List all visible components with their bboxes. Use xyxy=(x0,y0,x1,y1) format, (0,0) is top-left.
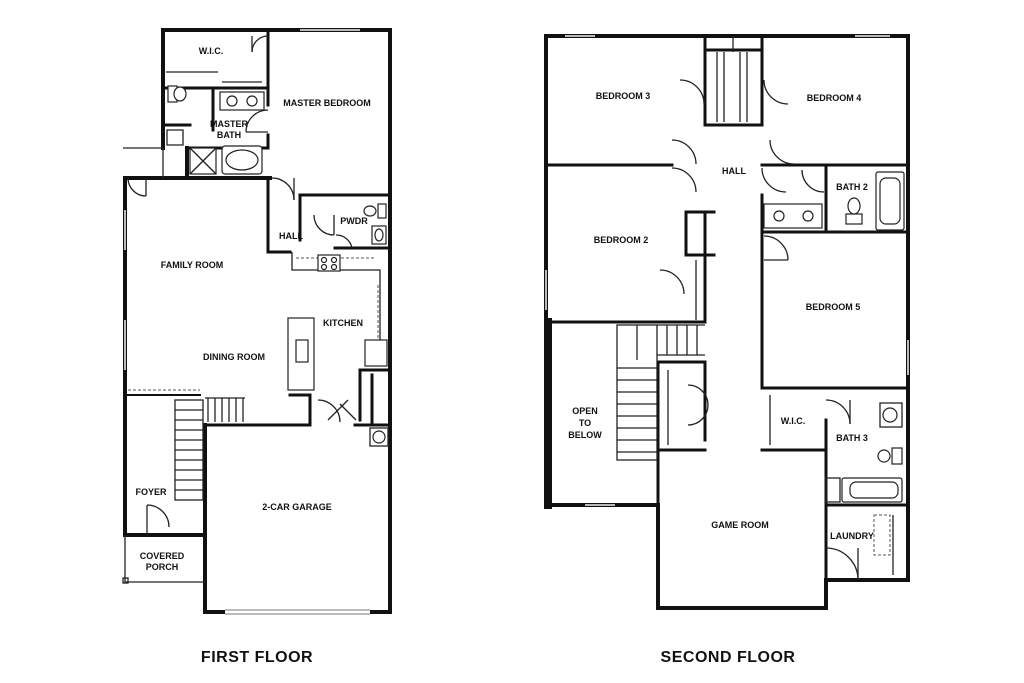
second-floor-title: SECOND FLOOR xyxy=(661,649,796,666)
room-label-foyer: FOYER xyxy=(135,487,167,497)
room-label-game-room: GAME ROOM xyxy=(711,520,769,530)
room-label-kitchen: KITCHEN xyxy=(323,318,363,328)
room-label-bedroom-2: BEDROOM 2 xyxy=(594,235,649,245)
room-label-bedroom-5: BEDROOM 5 xyxy=(806,302,861,312)
room-label-hall: HALL xyxy=(279,231,303,241)
room-label-open-line3: BELOW xyxy=(568,430,602,440)
room-label-hall: HALL xyxy=(722,166,746,176)
room-label-open-line1: OPEN xyxy=(572,406,598,416)
room-label-covered-porch-line1: COVERED xyxy=(140,551,185,561)
room-label-family-room: FAMILY ROOM xyxy=(161,260,224,270)
room-label-open-line2: TO xyxy=(579,418,591,428)
room-label-pwdr: PWDR xyxy=(340,216,368,226)
room-label-master-bedroom: MASTER BEDROOM xyxy=(283,98,371,108)
room-label-bath-2: BATH 2 xyxy=(836,182,868,192)
room-label-wic: W.I.C. xyxy=(199,46,224,56)
room-label-laundry: LAUNDRY xyxy=(830,531,874,541)
first-floor-plan: W.I.C. MASTER BEDROOM MASTER BATH HALL P… xyxy=(122,28,392,615)
room-label-master-bath-line2: BATH xyxy=(217,130,241,140)
room-label-bedroom-3: BEDROOM 3 xyxy=(596,91,651,101)
room-label-bath-3: BATH 3 xyxy=(836,433,868,443)
room-label-garage: 2-CAR GARAGE xyxy=(262,502,332,512)
room-label-master-bath-line1: MASTER xyxy=(210,119,249,129)
room-label-wic: W.I.C. xyxy=(781,416,806,426)
room-label-dining-room: DINING ROOM xyxy=(203,352,265,362)
room-label-covered-porch-line2: PORCH xyxy=(146,562,179,572)
second-floor-plan: BEDROOM 3 BEDROOM 4 HALL BATH 2 BEDROOM … xyxy=(544,34,910,610)
room-label-bedroom-4: BEDROOM 4 xyxy=(807,93,862,103)
first-floor-title: FIRST FLOOR xyxy=(201,649,313,666)
